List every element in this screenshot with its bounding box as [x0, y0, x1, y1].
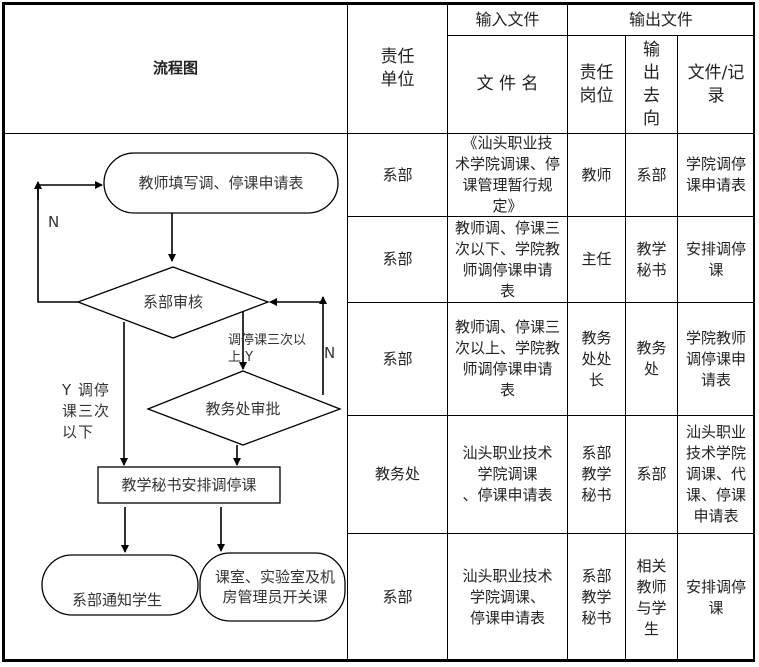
dept-review-diamond — [76, 266, 270, 339]
notify-label: 系部通知学生 — [71, 591, 162, 609]
row-file: 教师调、停课三 次以下、学院教 师调停课申请 表 — [447, 216, 568, 303]
row-record: 学院教师 调停课申 请表 — [677, 302, 755, 416]
row-file: 汕头职业技术 学院调课、 停课申请表 — [447, 533, 568, 662]
academic-approval-diamond — [146, 370, 342, 446]
start-label: 教师填写调、停课申请表 — [138, 174, 304, 192]
dept-review-label: 系部审核 — [142, 293, 203, 311]
row-post: 教务 处处 长 — [567, 302, 626, 416]
notify-terminal — [41, 554, 199, 616]
academic-approval-label: 教务处审批 — [205, 400, 281, 418]
row-record: 安排调停 课 — [677, 533, 755, 662]
arrow-reject-loop — [37, 181, 103, 303]
above-three-label: 调停课三次以 上 Y — [228, 333, 307, 365]
row-file: 《汕头职业技 术学院调课、停 课管理暂行规 定》 — [447, 133, 568, 217]
start-terminal — [103, 152, 339, 214]
row-record: 学院调停 课申请表 — [677, 133, 755, 217]
row-destination: 相关 教师 与学 生 — [625, 533, 678, 662]
rooms-label: 课室、实验室及机 房管理员开关课 — [214, 568, 335, 606]
rooms-terminal — [199, 552, 346, 622]
n-left-label: N — [48, 213, 60, 231]
n-right-label: N — [324, 344, 336, 362]
row-record: 汕头职业 技术学院 调课、代 课、停课 申请表 — [677, 415, 755, 534]
secretary-box — [97, 466, 281, 504]
below-three-label: Y 调停 课三次 以下 — [62, 381, 111, 441]
secretary-label: 教学秘书安排调停课 — [121, 476, 257, 494]
row-destination: 教学 秘书 — [625, 216, 678, 303]
